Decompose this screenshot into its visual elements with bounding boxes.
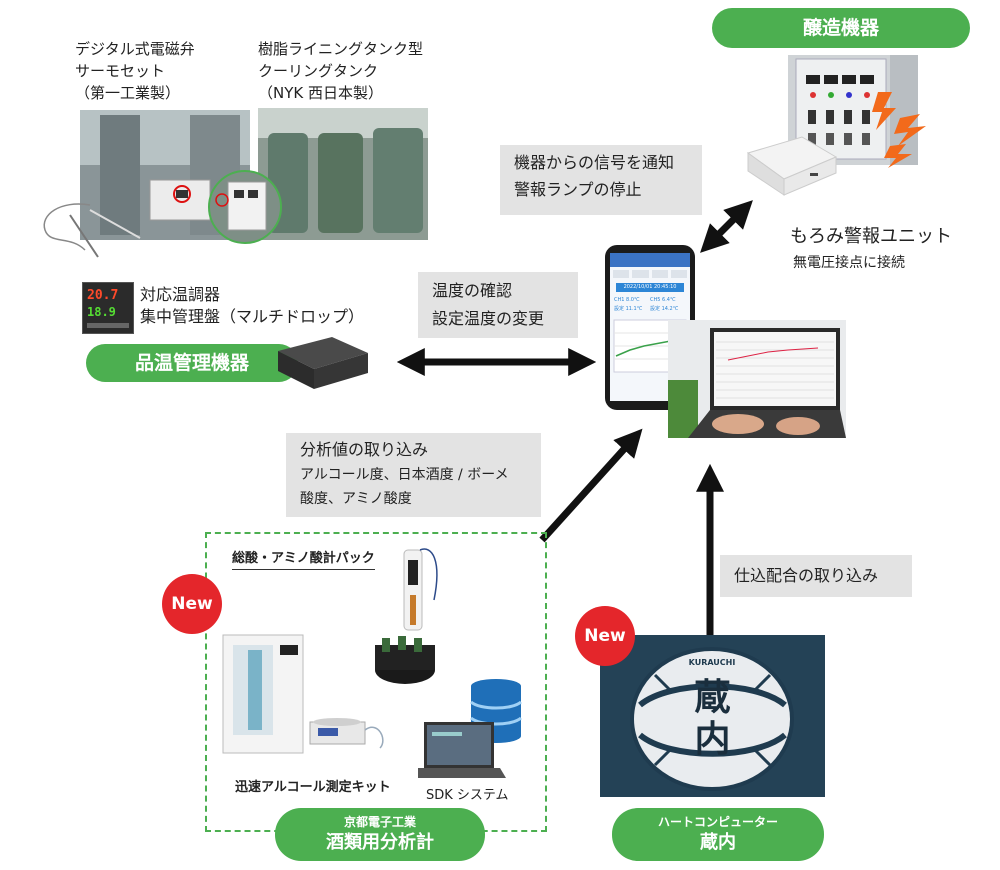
temperature-controller-device: 20.7 18.9 <box>82 282 134 334</box>
laptop-photo <box>668 320 846 438</box>
alarm-unit-arrow <box>700 200 753 253</box>
new-badge-kurauchi: New <box>575 606 635 666</box>
solenoid-caption: デジタル式電磁弁 サーモセット （第一工業製） <box>75 40 195 102</box>
alarm-unit-name: もろみ警報ユニット <box>790 226 952 247</box>
kurauchi-image: KURAUCHI 蔵 内 <box>600 635 825 797</box>
recipe-import-box: 仕込配合の取り込み <box>720 555 912 597</box>
alarm-unit-device <box>740 135 840 197</box>
tank-controller-inset <box>208 170 282 244</box>
alarm-lightning-icon <box>872 92 926 168</box>
alcohol-measurement-device <box>218 630 393 760</box>
alcohol-kit-label: 迅速アルコール測定キット <box>235 780 391 795</box>
controller-display-bottom: 18.9 <box>87 305 116 319</box>
analysis-import-box: 分析値の取り込み アルコール度、日本酒度 / ボーメ 酸度、アミノ酸度 <box>286 433 541 517</box>
phone-date: 2022/10/01 20:45:10 <box>616 283 684 292</box>
titrator-device <box>372 540 452 690</box>
acid-amino-pack-label: 総酸・アミノ酸計パック <box>232 549 375 570</box>
phone-reading-2: CH5 6.4℃ <box>650 297 676 303</box>
phone-reading-3: 設定 11.1℃ <box>614 306 643 312</box>
sdk-laptop-device <box>418 720 506 780</box>
brewing-equipment-label: 醸造機器 <box>712 8 970 48</box>
kurauchi-logo-top: 蔵 <box>694 676 731 718</box>
sdk-system-label: SDK システム <box>426 788 509 803</box>
analysis-arrow <box>539 428 643 543</box>
phone-reading-4: 設定 14.2℃ <box>650 306 679 312</box>
multidrop-box-device <box>272 333 372 393</box>
signal-notify-box: 機器からの信号を通知 警報ランプの停止 <box>500 145 702 215</box>
temperature-management-label: 品温管理機器 <box>86 344 298 382</box>
tank-caption: 樹脂ライニングタンク型 クーリングタンク （NYK 西日本製） <box>258 40 424 102</box>
kurauchi-logo-bottom: 内 <box>694 718 731 760</box>
kurauchi-label: ハートコンピューター 蔵内 <box>612 808 824 861</box>
phone-reading-1: CH1 8.0℃ <box>614 297 640 303</box>
kurauchi-logo-arc: KURAUCHI <box>689 658 736 667</box>
probe-wire-icon <box>43 203 99 258</box>
controller-caption: 対応温調器 集中管理盤（マルチドロップ） <box>140 285 365 326</box>
liquor-analyzer-label: 京都電子工業 酒類用分析計 <box>275 808 485 861</box>
tank-photo <box>258 108 428 240</box>
alarm-unit-sub: 無電圧接点に接続 <box>793 255 905 271</box>
controller-display-top: 20.7 <box>87 288 119 303</box>
new-badge-analyzer: New <box>162 574 222 634</box>
temperature-check-box: 温度の確認 設定温度の変更 <box>418 272 578 338</box>
